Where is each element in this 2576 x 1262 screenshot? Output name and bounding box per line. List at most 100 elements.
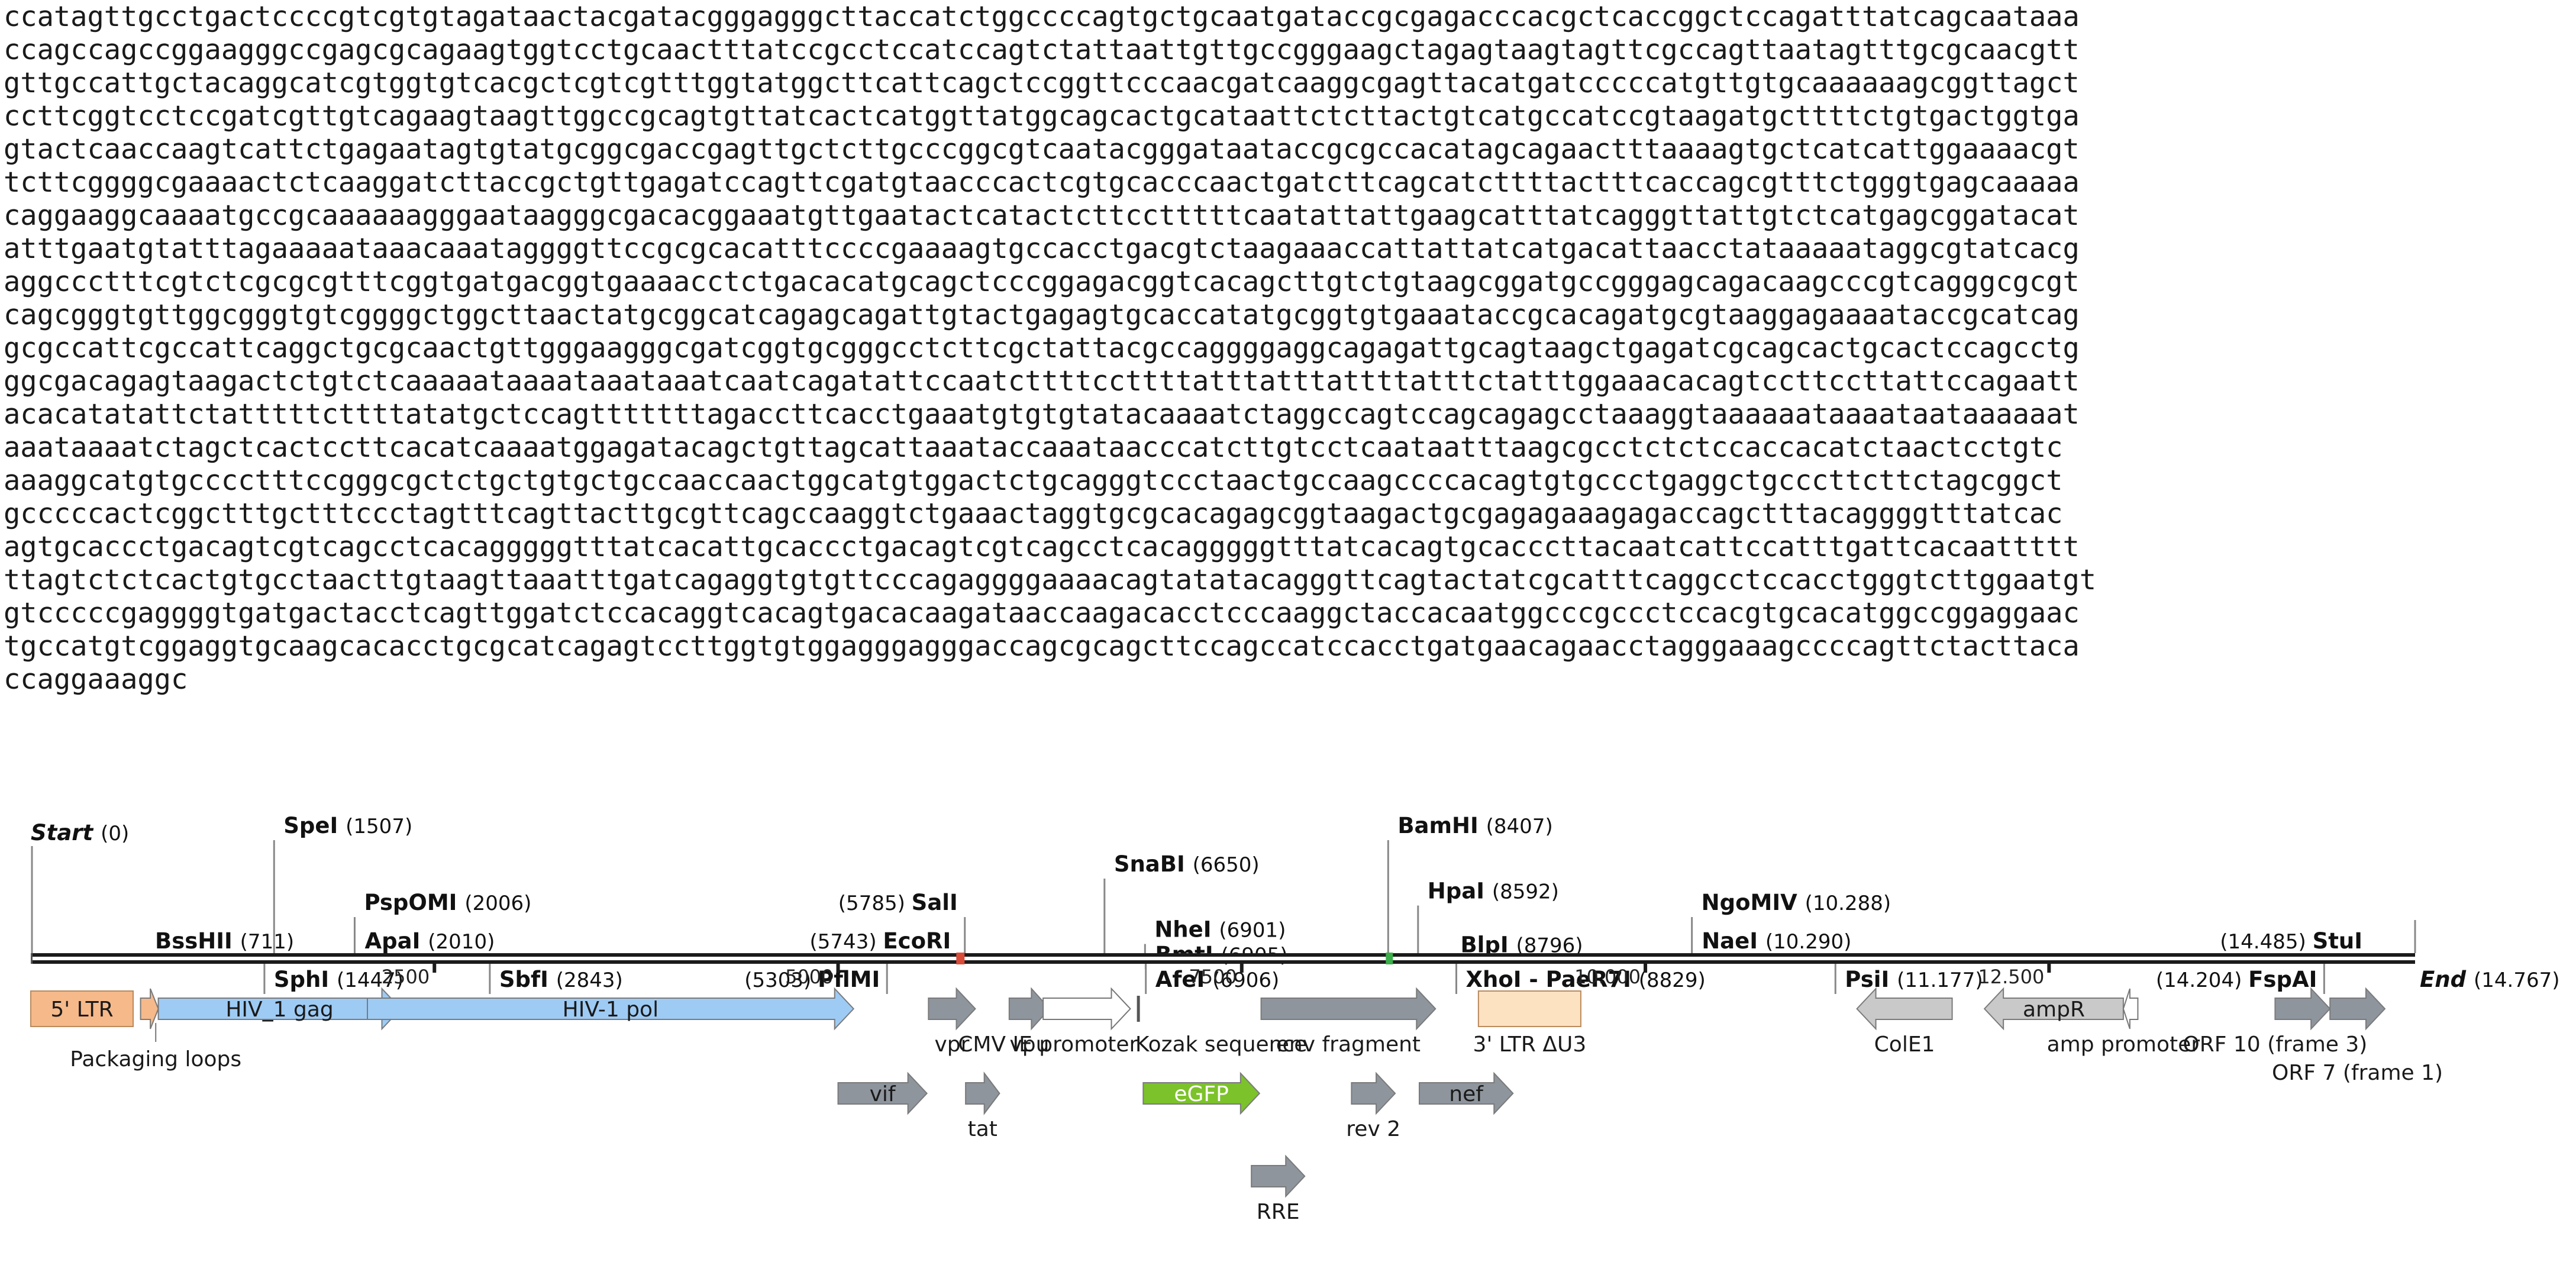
site-name: NaeI [1702, 928, 1765, 954]
sequence-line: gcccccactcggctttgctttccctagtttcagttacttg… [4, 498, 2063, 530]
scale-tick-label: 7500 [1189, 966, 1237, 988]
sequence-text: ccatagttgcctgactccccgtcgtgtagataactacgat… [4, 2, 2097, 696]
feature-label: ORF 7 (frame 1) [2272, 1061, 2443, 1085]
site-name: PflMI [818, 967, 880, 992]
sequence-line: aggccctttcgtctcgcgcgtttcggtgatgacggtgaaa… [4, 266, 2080, 298]
feature-arrow [367, 987, 855, 1031]
sequence-line: ccttcggtcctccgatcgttgtcagaagtaagttggccgc… [4, 100, 2080, 133]
feature-arrow [1042, 987, 1131, 1031]
feature-label: Kozak sequence [1135, 1032, 1308, 1057]
feature-arrow [965, 1071, 1000, 1115]
feature-arrow [837, 1071, 928, 1115]
feature-label: CMV IE promoter [958, 1032, 1138, 1057]
site-position: (8829) [1639, 969, 1706, 992]
site-position: (2006) [464, 892, 531, 915]
sequence-line: ccaggaaaggc [4, 663, 188, 696]
site-label: NaeI (10.290) [1702, 928, 1851, 954]
sequence-line: cagcgggtgttggcgggtgtcggggctggcttaactatgc… [4, 299, 2080, 331]
site-label: (5743) EcoRI [810, 928, 951, 954]
feature-label: rev 2 [1346, 1117, 1400, 1141]
site-label: XhoI - PaeR7I (8829) [1465, 967, 1705, 992]
feature-arrow [928, 987, 976, 1031]
site-name: FspAI [2248, 967, 2317, 992]
site-name: SalI [912, 890, 958, 915]
site-position: (5785) [838, 892, 912, 915]
site-position: (1507) [346, 815, 412, 838]
site-name: PsiI [1845, 967, 1897, 992]
feature-label: amp promoter [2047, 1032, 2200, 1057]
restriction-sites: BssHII (711)SpeI (1507)SphI (1447)PspOMI… [31, 813, 2559, 994]
site-name: SphI [274, 967, 337, 992]
backbone-gap [31, 957, 2415, 960]
site-label: NgoMIV (10.288) [1702, 890, 1891, 915]
feature-arrow [1351, 1071, 1396, 1115]
site-name: NheI [1154, 917, 1219, 943]
end-label: End (14.767) [2420, 967, 2559, 992]
feature-label: 3' LTR ΔU3 [1473, 1032, 1587, 1057]
sequence-line: tgccatgtcggaggtgcaagcacacctgcgcatcagagtc… [4, 630, 2080, 663]
feature-label: vpu [1009, 1032, 1049, 1057]
site-mark [956, 953, 965, 964]
site-position: (10.290) [1765, 930, 1852, 954]
site-position: (5303) [744, 969, 818, 992]
site-label: SnaBI (6650) [1114, 851, 1260, 877]
feature-label: vpr [934, 1032, 969, 1057]
sequence-line: aaataaaatctagctcactccttcacatcaaaatggagat… [4, 431, 2063, 464]
site-position: (6650) [1193, 853, 1260, 877]
site-label: (5785) SalI [838, 890, 958, 915]
feature-arrow [2329, 987, 2386, 1031]
feature-arrow [1418, 1071, 1514, 1115]
site-label: SpeI (1507) [283, 813, 412, 838]
feature-arrow [1008, 987, 1051, 1031]
feature-arrow [1856, 987, 1953, 1031]
feature-arrow [1983, 987, 2124, 1031]
site-position: (2010) [428, 930, 495, 954]
site-label: PsiI (11.177) [1845, 967, 1983, 992]
site-name: SnaBI [1114, 851, 1193, 877]
sequence-line: caggaaggcaaaatgccgcaaaaaagggaataagggcgac… [4, 199, 2080, 232]
site-name: BssHII [155, 928, 240, 954]
site-label: BamHI (8407) [1397, 813, 1552, 838]
site-position: (11.177) [1897, 969, 1983, 992]
site-position: (1447) [337, 969, 403, 992]
end-position: (14.767) [2474, 969, 2560, 992]
feature-label: ORF 10 (frame 3) [2183, 1032, 2367, 1057]
start-label: Start (0) [31, 820, 129, 845]
site-position: (14.204) [2156, 969, 2248, 992]
scale-tick-label: 12.500 [1978, 966, 2044, 988]
feature-arrow [140, 988, 159, 1029]
site-label: SphI (1447) [274, 967, 403, 992]
start-name: Start [31, 820, 101, 845]
sequence-line: acacatatattctatttttcttttatatgctccagttttt… [4, 398, 2080, 431]
feature-arrow [1260, 987, 1437, 1031]
site-name: SpeI [283, 813, 346, 838]
site-name: StuI [2313, 928, 2362, 954]
end-name: End [2420, 967, 2474, 992]
site-position: (8407) [1486, 815, 1553, 838]
site-position: (8592) [1492, 880, 1559, 904]
sequence-line: ccagccagccggaagggccgagcgcagaagtggtcctgca… [4, 34, 2080, 66]
site-mark [1386, 953, 1393, 964]
plasmid-linear-map: BssHII (711)SpeI (1507)SphI (1447)PspOMI… [30, 813, 2559, 1224]
scale-tick-label: 10.000 [1574, 966, 1641, 988]
feature-label: HIV_1 gag [225, 998, 333, 1022]
site-position: (2843) [556, 969, 623, 992]
site-name: EcoRI [883, 928, 951, 954]
feature-label: ColE1 [1874, 1032, 1935, 1057]
scale-tick-label: 5000 [785, 966, 833, 988]
sequence-line: ttagtctctcactgtgcctaacttgtaagttaaatttgat… [4, 564, 2097, 596]
sequence-line: gttgccattgctacaggcatcgtggtgtcacgctcgtcgt… [4, 67, 2080, 99]
site-label: (14.204) FspAI [2156, 967, 2317, 992]
site-position: (6901) [1219, 919, 1286, 943]
feature-arrow [1251, 1154, 1306, 1198]
feature-label: ampR [2023, 998, 2085, 1022]
feature-box [30, 990, 134, 1027]
sequence-line: gtcccccgaggggtgatgactacctcagttggatctccac… [4, 597, 2080, 630]
feature-label: tat [968, 1117, 998, 1141]
feature-label: HIV-1 pol [563, 998, 658, 1022]
site-name: SbfI [499, 967, 556, 992]
sequence-line: ggcgacagagtaagactctgtctcaaaaataaaataaata… [4, 365, 2080, 398]
site-name: BamHI [1397, 813, 1486, 838]
